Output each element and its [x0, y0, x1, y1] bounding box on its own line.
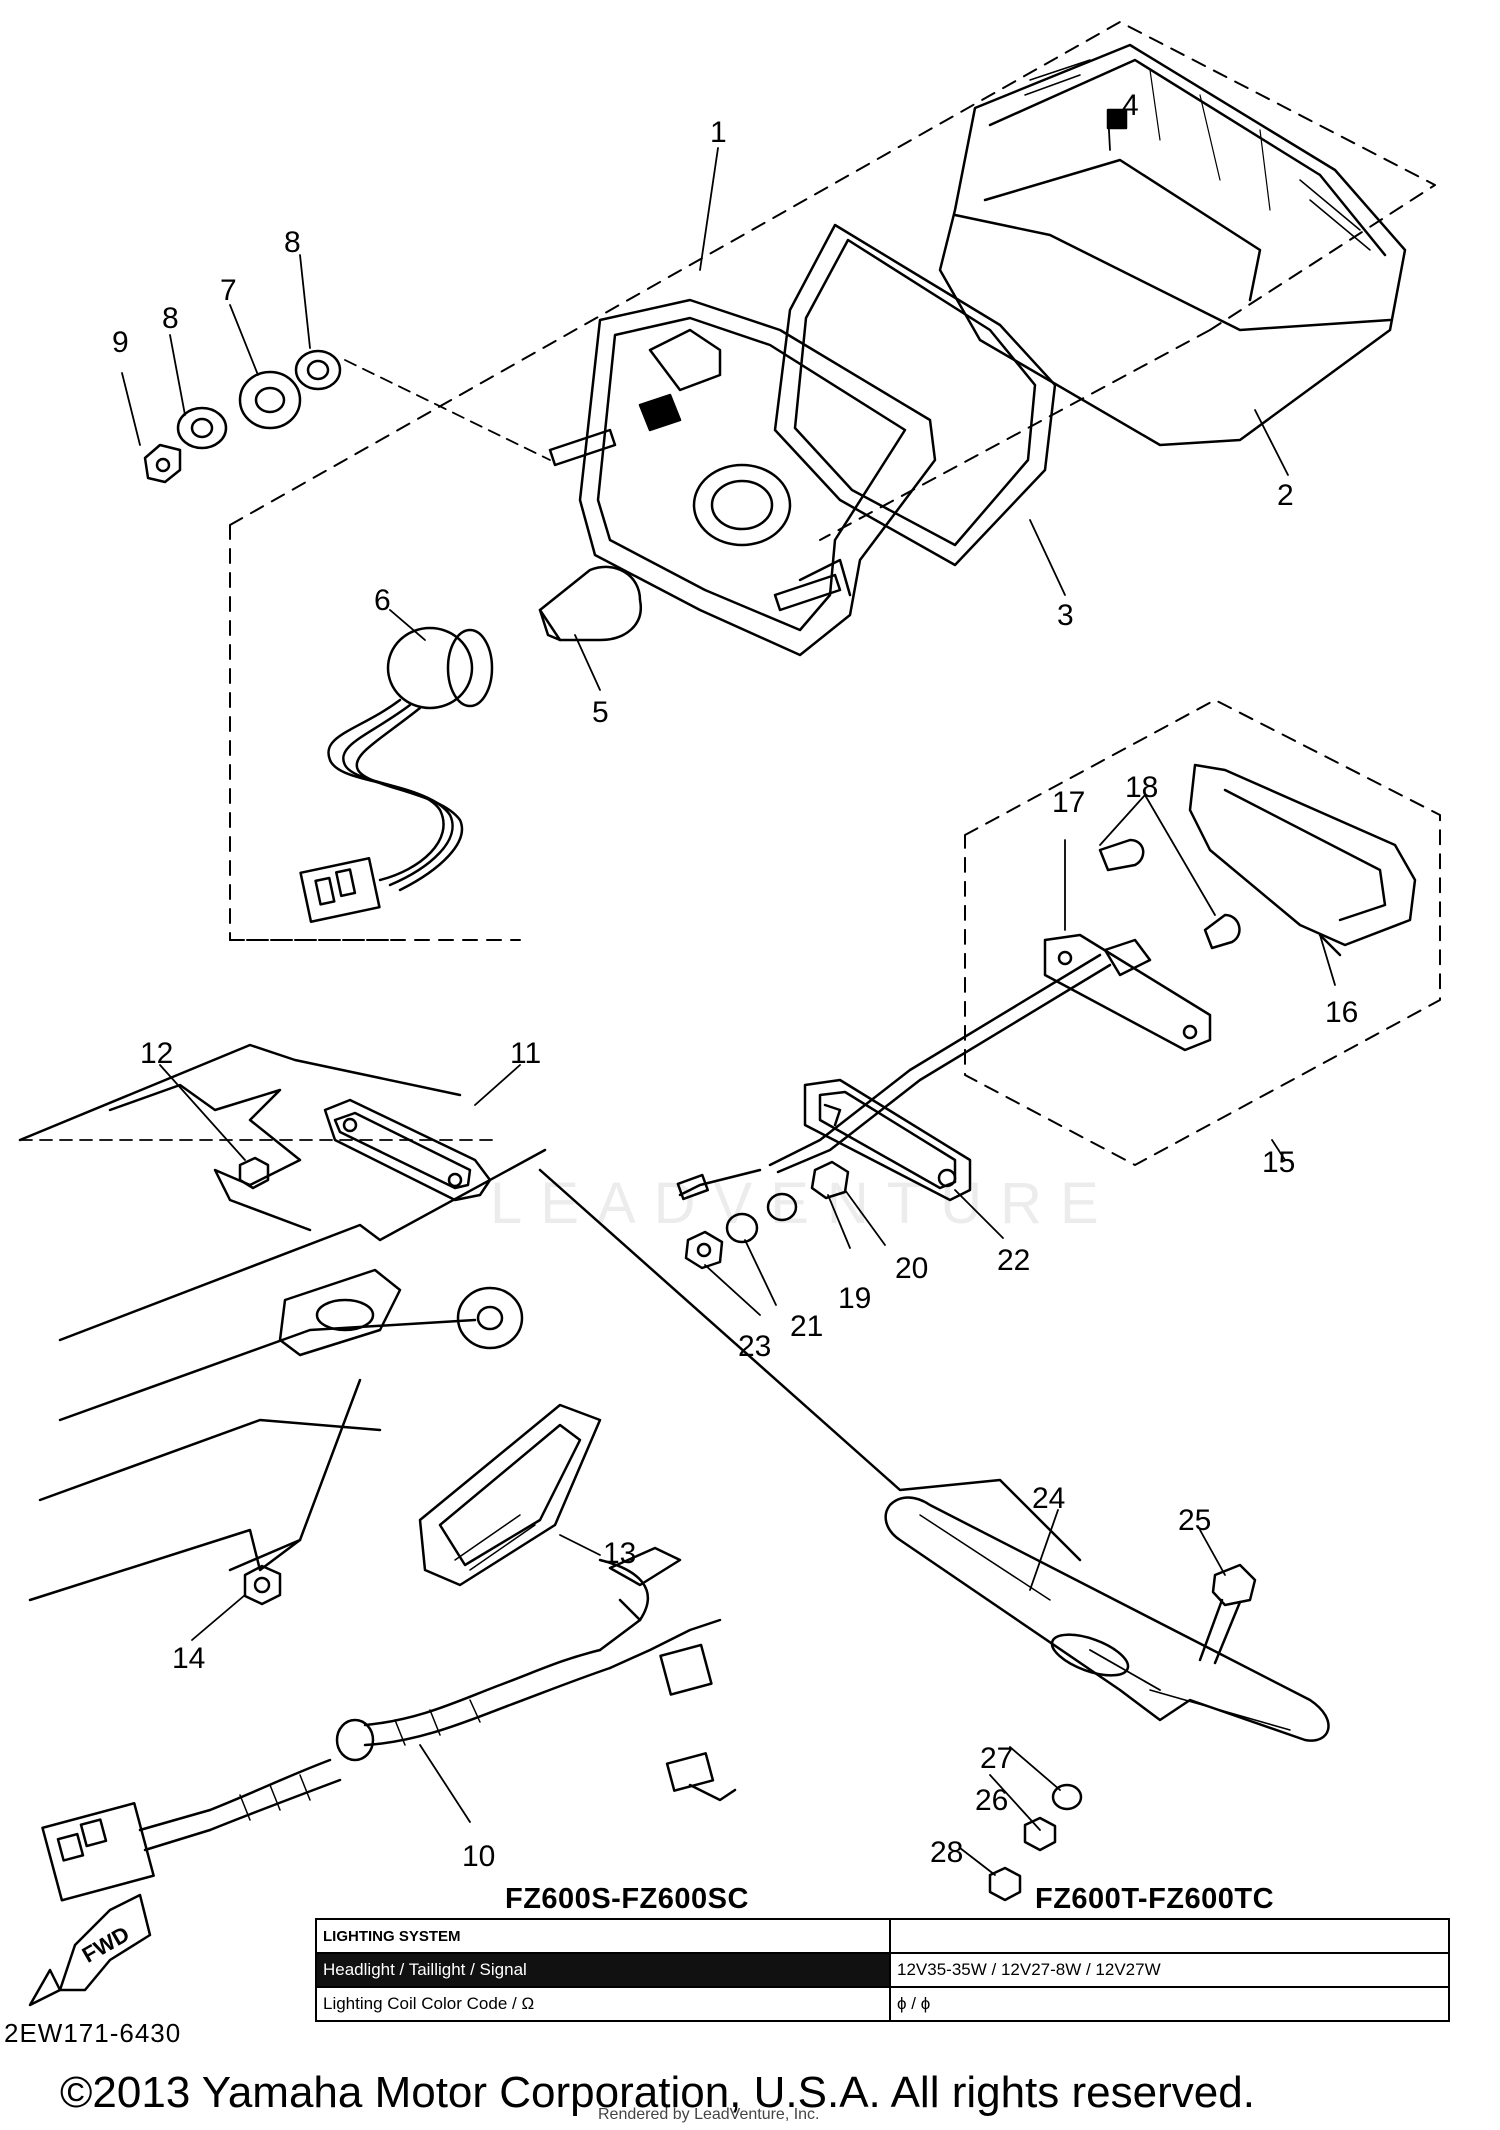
license-light-base	[1043, 933, 1212, 1052]
callout-numbers: 1 2 3 4 5 6 7 8 8 9 10 11 12 13 14 15 16…	[112, 89, 1358, 1873]
callout-28: 28	[930, 1836, 963, 1869]
callout-26: 26	[975, 1784, 1008, 1817]
callout-13: 13	[603, 1537, 636, 1570]
model-label-right: FZ600T-FZ600TC	[1035, 1883, 1275, 1915]
callout-15: 15	[1262, 1146, 1295, 1179]
part-code: 2EW171-6430	[4, 2018, 182, 2048]
license-hardware	[684, 1160, 850, 1270]
copyright-notice: ©2013 Yamaha Motor Corporation, U.S.A. A…	[60, 2068, 1255, 2117]
callout-2: 2	[1277, 479, 1294, 512]
spec-row2-label: Lighting Coil Color Code / Ω	[315, 1986, 891, 2022]
callout-17: 17	[1052, 786, 1085, 819]
spec-row-1: Headlight / Taillight / Signal 12V35-35W…	[315, 1952, 1450, 1988]
spec-row1-label: Headlight / Taillight / Signal	[315, 1952, 891, 1988]
gasket	[773, 223, 1057, 567]
callout-6: 6	[374, 584, 391, 617]
spec-row2-value: ϕ / ϕ	[889, 1986, 1450, 2022]
spec-row1-value: 12V35-35W / 12V27-8W / 12V27W	[889, 1952, 1450, 1988]
bolt-25	[1198, 1563, 1257, 1665]
callout-22: 22	[997, 1244, 1030, 1277]
callout-23: 23	[738, 1330, 771, 1363]
taillight-bulb	[538, 565, 643, 642]
license-light-lens	[1188, 763, 1417, 957]
callout-16: 16	[1325, 996, 1358, 1029]
grommet-set	[143, 349, 551, 484]
spec-header: LIGHTING SYSTEM	[315, 1918, 891, 1954]
leader-lines	[121, 111, 1336, 1876]
spec-header-row: LIGHTING SYSTEM	[315, 1918, 1450, 1954]
rear-fender	[18, 1043, 1082, 1602]
reflector	[418, 1403, 602, 1587]
nut-12	[238, 1156, 270, 1190]
fwd-arrow: FWD	[28, 1893, 152, 2007]
rendered-by: Rendered by LeadVenture, Inc.	[598, 2106, 820, 2123]
callout-21: 21	[790, 1310, 823, 1343]
spec-row-2: Lighting Coil Color Code / Ω ϕ / ϕ	[315, 1986, 1450, 2022]
license-bulbs	[1098, 838, 1241, 950]
sub-wire-harness	[41, 1546, 737, 1902]
callout-18: 18	[1125, 771, 1158, 804]
reflector-mount	[278, 1268, 524, 1357]
callout-5: 5	[592, 696, 609, 729]
callout-7: 7	[220, 274, 237, 307]
model-label-left: FZ600S-FZ600SC	[505, 1883, 749, 1915]
spec-table: LIGHTING SYSTEM Headlight / Taillight / …	[315, 1918, 1450, 2022]
hardware-26-27-28	[988, 1783, 1083, 1902]
callout-1: 1	[710, 116, 727, 149]
taillight-housing	[548, 298, 937, 657]
callout-8b: 8	[162, 302, 179, 335]
callout-12: 12	[140, 1037, 173, 1070]
callout-10: 10	[462, 1840, 495, 1873]
license-plate-bracket	[884, 1496, 1330, 1742]
callout-3: 3	[1057, 599, 1074, 632]
callout-14: 14	[172, 1642, 205, 1675]
callout-4: 4	[1122, 89, 1139, 122]
taillight-lens	[938, 43, 1407, 447]
callout-20: 20	[895, 1252, 928, 1285]
license-plate-light	[323, 1098, 492, 1202]
license-light-boundary	[964, 699, 1441, 1166]
callout-11: 11	[510, 1037, 541, 1070]
spec-header-empty	[889, 1918, 1450, 1954]
taillight-assembly-boundary	[229, 21, 1436, 941]
callout-25: 25	[1178, 1504, 1211, 1537]
callout-24: 24	[1032, 1482, 1065, 1515]
callout-27: 27	[980, 1742, 1013, 1775]
bulb-socket-harness	[299, 626, 494, 923]
nut-14	[243, 1564, 282, 1606]
callout-19: 19	[838, 1282, 871, 1315]
fwd-label: FWD	[78, 1921, 134, 1968]
callout-8a: 8	[284, 226, 301, 259]
callout-9: 9	[112, 326, 129, 359]
license-bracket	[803, 1078, 972, 1202]
